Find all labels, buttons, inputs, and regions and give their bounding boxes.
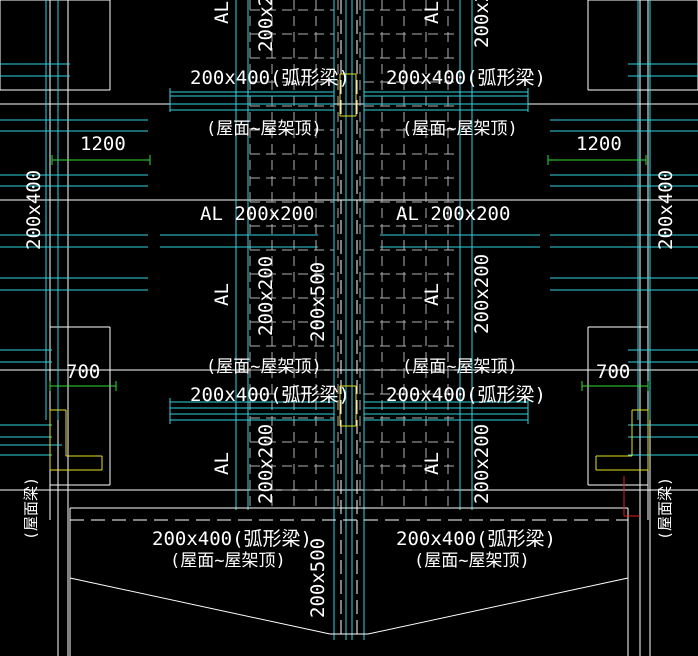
roof-range-label: (屋面~屋架顶) <box>170 551 286 571</box>
center-beam-label: 200x500 <box>307 538 329 618</box>
roof-range-label: (屋面~屋架顶) <box>402 119 518 139</box>
drawing-line <box>69 577 331 635</box>
beam-label: 200x400(弧形梁) <box>386 384 546 406</box>
center-beam-label: 200x500 <box>307 262 329 342</box>
beam-label: 200x400(弧形梁) <box>396 528 556 550</box>
secondary-beam-label: 200x2 <box>255 0 277 52</box>
beam-label: 200x400(弧形梁) <box>386 67 546 89</box>
al-beam-label: AL 200x200 <box>200 203 314 225</box>
roof-range-label: (屋面~屋架顶) <box>206 357 322 377</box>
roof-range-label: (屋面~屋架顶) <box>206 119 322 139</box>
beam-label: 200x400(弧形梁) <box>190 384 350 406</box>
beam-label: 200x400(弧形梁) <box>152 528 312 550</box>
secondary-beam-label: 200x200 <box>255 256 277 336</box>
roof-beam-label: (屋面梁) <box>656 477 674 540</box>
dimension-label: 700 <box>66 361 100 383</box>
al-beam-label: AL 200x200 <box>396 203 510 225</box>
secondary-beam-label: 200x200 <box>471 254 493 334</box>
roof-range-label: (屋面~屋架顶) <box>402 357 518 377</box>
al-vertical-label: AL <box>421 1 443 24</box>
al-vertical-label: AL <box>421 452 443 475</box>
side-beam-label: 200x400 <box>23 170 45 250</box>
al-vertical-label: AL <box>211 283 233 306</box>
dimension-label: 1200 <box>80 133 126 155</box>
al-vertical-label: AL <box>211 1 233 24</box>
drawing-line <box>367 577 629 635</box>
secondary-beam-label: 200x200 <box>255 424 277 504</box>
beam-label: 200x400(弧形梁) <box>190 67 350 89</box>
side-beam-label: 200x400 <box>655 170 677 250</box>
dimension-label: 700 <box>596 361 630 383</box>
roof-beam-label: (屋面梁) <box>22 477 40 540</box>
secondary-beam-label: 200x2 <box>471 0 493 48</box>
dimension-label: 1200 <box>576 133 622 155</box>
roof-range-label: (屋面~屋架顶) <box>414 551 530 571</box>
al-vertical-label: AL <box>421 283 443 306</box>
secondary-beam-label: 200x200 <box>471 424 493 504</box>
al-vertical-label: AL <box>211 452 233 475</box>
